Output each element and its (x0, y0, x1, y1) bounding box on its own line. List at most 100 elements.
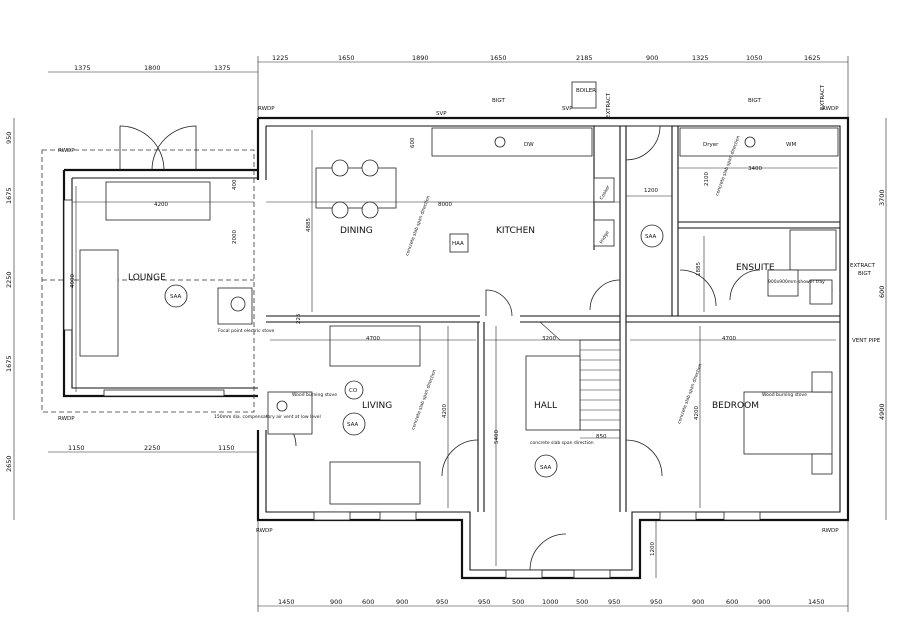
slab-1: concrete slab span direction (404, 195, 431, 257)
windows (63, 199, 761, 579)
dim-lb-1: 1150 (68, 444, 85, 452)
room-kitchen: KITCHEN (496, 226, 535, 236)
svp-2: SVP (562, 106, 573, 112)
dim-top-1: 1225 (272, 54, 289, 62)
bottom-dimensions: 1450 900 600 900 950 950 500 1000 500 95… (278, 598, 825, 606)
vent-pipe: VENT PIPE (852, 338, 881, 344)
dim-b-3: 600 (362, 598, 374, 606)
dim-ensuite-h: 1885 (696, 262, 702, 276)
wood-stove-2: Wood burning stove (762, 392, 807, 398)
interior-dimensions: 4200 400 2000 4900 8000 4885 600 225 120… (70, 137, 762, 556)
room-living: LIVING (362, 401, 392, 411)
room-dining: DINING (340, 226, 373, 236)
dim-bedroom-w: 4700 (722, 336, 736, 342)
dim-bedroom-h: 4200 (694, 406, 700, 420)
dw-label: DW (524, 142, 534, 148)
dim-l-5: 2650 (5, 455, 13, 472)
alarms (164, 81, 664, 478)
rwdp-5: RWDP (822, 106, 839, 112)
dim-b-6: 950 (478, 598, 490, 606)
bigt-1: BIGT (492, 98, 505, 104)
dim-b-14: 900 (758, 598, 770, 606)
extract-1: EXTRACT (606, 92, 612, 118)
dim-b-7: 500 (512, 598, 524, 606)
dim-living-w: 4700 (366, 336, 380, 342)
dim-b-15: 1450 (808, 598, 825, 606)
extract-3: EXTRACT (850, 263, 876, 269)
dim-top-3: 1890 (412, 54, 429, 62)
dryer-label: Dryer (703, 142, 719, 148)
lounge-bottom-dimensions: 1150 2250 1150 (68, 444, 235, 452)
dim-hall-1200: 1200 (650, 542, 656, 556)
room-lounge: LOUNGE (128, 273, 166, 283)
dim-kitchen-600: 600 (410, 137, 416, 148)
dim-b-9: 500 (576, 598, 588, 606)
rwdp-3: RWDP (58, 416, 75, 422)
dim-r-2: 600 (878, 286, 886, 298)
rwdp-1: RWDP (258, 106, 275, 112)
dim-top-9: 1625 (804, 54, 821, 62)
boiler: BOILER (576, 88, 596, 94)
room-ensuite: ENSUITE (736, 263, 775, 273)
dim-b-10: 950 (608, 598, 620, 606)
dim-top2-1: 1375 (74, 64, 91, 72)
dim-lb-2: 2250 (144, 444, 161, 452)
dim-b-2: 900 (330, 598, 342, 606)
saa-4: SAA (540, 465, 552, 471)
dim-top2-2: 1800 (144, 64, 161, 72)
dim-lb-3: 1150 (218, 444, 235, 452)
dim-living-h: 4200 (442, 404, 448, 418)
dim-ensuite-2100: 2100 (704, 172, 710, 186)
rwdp-4: RWDP (256, 528, 273, 534)
dim-hall-w: 3200 (542, 336, 556, 342)
dim-kitchen-225: 225 (296, 313, 302, 324)
dim-r-3: 4900 (878, 403, 886, 420)
dim-r-1: 3700 (878, 189, 886, 206)
saa-1: SAA (170, 294, 182, 300)
dim-l-1: 950 (5, 132, 13, 144)
svp-1: SVP (436, 111, 447, 117)
focal-point-label: Focal point electric stove (218, 328, 275, 334)
dim-lounge-h: 4900 (70, 274, 76, 288)
dim-hall-850: 850 (596, 434, 607, 440)
room-bedroom: BEDROOM (712, 401, 759, 411)
dim-top-7: 1325 (692, 54, 709, 62)
dim-kitchen-h: 4885 (306, 218, 312, 232)
dim-top-2: 1650 (338, 54, 355, 62)
dim-b-8: 1000 (542, 598, 559, 606)
dim-lounge-400: 400 (232, 179, 238, 190)
dim-kitchen-len: 8000 (438, 202, 452, 208)
dim-hall-h: 5400 (494, 430, 500, 444)
dim-top-5: 2185 (576, 54, 593, 62)
bigt-3: BIGT (858, 271, 871, 277)
saa-3: SAA (347, 422, 359, 428)
slab-3: concrete slab span direction (530, 440, 594, 446)
compensatory-label: 150mm dia. compensatory air vent at low … (214, 414, 321, 420)
furniture (79, 127, 839, 505)
left-dimensions: 950 1675 2250 1675 2650 (5, 132, 13, 472)
doors (119, 125, 761, 571)
extract-2: EXTRACT (820, 84, 826, 110)
dim-top2-3: 1375 (214, 64, 231, 72)
bigt-2: BIGT (748, 98, 761, 104)
dim-top-6: 900 (646, 54, 658, 62)
dim-lounge-w: 4200 (154, 202, 168, 208)
co-label: CO (349, 388, 358, 394)
dim-b-12: 900 (692, 598, 704, 606)
rwdp-2: RWDP (58, 148, 75, 154)
dim-top-8: 1050 (746, 54, 763, 62)
dim-l-3: 2250 (5, 271, 13, 288)
shower-tray-label: 900x900mm shower tray (768, 279, 825, 285)
room-labels: LOUNGE DINING KITCHEN ENSUITE LIVING HAL… (128, 226, 775, 411)
dim-ensuite-w: 3400 (748, 166, 762, 172)
dimension-lines (13, 56, 887, 612)
dim-b-1: 1450 (278, 598, 295, 606)
stairs (525, 321, 621, 431)
room-hall: HALL (534, 401, 557, 411)
dim-b-5: 950 (436, 598, 448, 606)
top-dimensions: 1225 1650 1890 1650 2185 900 1325 1050 1… (74, 54, 821, 72)
dim-l-4: 1675 (5, 355, 13, 372)
dim-top-4: 1650 (490, 54, 507, 62)
wm-label: WM (786, 142, 796, 148)
